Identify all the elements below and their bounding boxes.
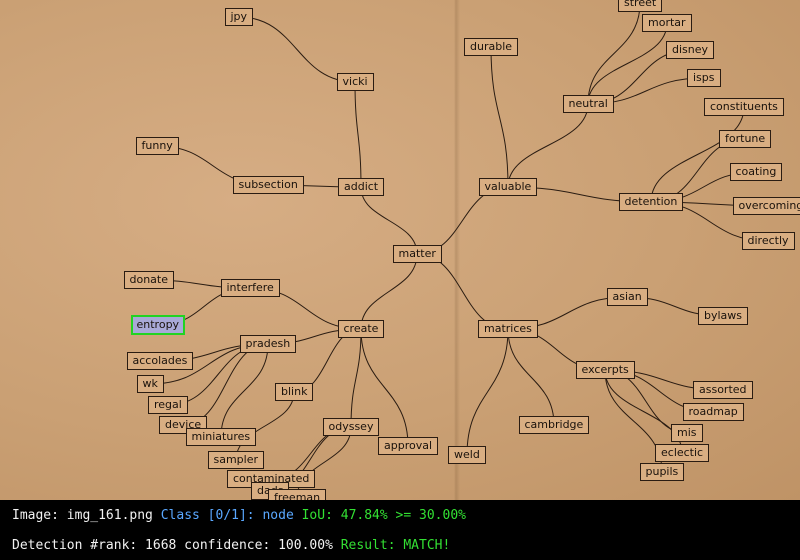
edge-matrices-cambridge (507, 328, 555, 426)
node-sampler[interactable]: sampler (207, 451, 265, 469)
status-line-2: Detection #rank: 1668 confidence: 100.00… (12, 538, 450, 553)
node-street[interactable]: street (618, 0, 663, 12)
graph-canvas: jpy street mortar durable disney vicki isps neu… (0, 0, 800, 500)
edge-matter-create (360, 253, 418, 330)
node-eclectic[interactable]: eclectic (655, 444, 710, 462)
class-text: Class [0/1]: node (160, 508, 294, 523)
edge-vicki-addict (354, 81, 362, 188)
edge-neutral-mortar (587, 22, 668, 105)
node-disney[interactable]: disney (666, 41, 715, 59)
node-directly[interactable]: directly (741, 232, 795, 250)
node-valuable[interactable]: valuable (478, 178, 538, 196)
node-wk[interactable]: wk (136, 375, 164, 393)
edge-pradesh-miniatures (220, 343, 269, 438)
node-approval[interactable]: approval (378, 437, 439, 455)
node-pradesh[interactable]: pradesh (239, 335, 297, 353)
node-subsection[interactable]: subsection (232, 176, 304, 194)
node-entropy[interactable]: entropy (130, 315, 186, 335)
node-regal[interactable]: regal (148, 396, 188, 414)
node-constituents[interactable]: constituents (704, 98, 784, 116)
status-panel: Image: img_161.png Class [0/1]: node IoU… (0, 500, 800, 560)
edge-valuable-neutral (507, 103, 589, 188)
node-addict[interactable]: addict (338, 178, 385, 196)
node-isps[interactable]: isps (687, 69, 721, 87)
edge-matter-matrices (416, 253, 509, 330)
status-line-1: Image: img_161.png Class [0/1]: node IoU… (12, 508, 466, 523)
node-contaminated[interactable]: contaminated (227, 470, 316, 488)
node-jpy[interactable]: jpy (224, 8, 254, 26)
node-freeman[interactable]: freeman (268, 489, 327, 500)
node-funny[interactable]: funny (135, 137, 179, 155)
node-mortar[interactable]: mortar (642, 14, 692, 32)
result-text: Result: MATCH! (340, 538, 451, 553)
edge-blink-sampler (235, 391, 295, 461)
node-fortune[interactable]: fortune (719, 130, 772, 148)
node-overcoming[interactable]: overcoming (732, 197, 800, 215)
node-accolades[interactable]: accolades (126, 352, 194, 370)
node-durable[interactable]: durable (464, 38, 519, 56)
node-matrices[interactable]: matrices (478, 320, 538, 338)
node-excerpts[interactable]: excerpts (575, 361, 635, 379)
detection-text: Detection #rank: 1668 confidence: 100.00… (12, 538, 333, 553)
node-vicki[interactable]: vicki (336, 73, 374, 91)
edge-detention-constituents (650, 106, 745, 203)
node-cambridge[interactable]: cambridge (518, 416, 590, 434)
node-odyssey[interactable]: odyssey (322, 418, 380, 436)
edge-create-odyssey (350, 328, 362, 428)
node-neutral[interactable]: neutral (562, 95, 614, 113)
node-bylaws[interactable]: bylaws (698, 307, 749, 325)
node-create[interactable]: create (337, 320, 385, 338)
edge-neutral-street (587, 2, 641, 105)
edge-create-approval (360, 328, 409, 447)
edge-matrices-weld (466, 328, 509, 456)
node-interfere[interactable]: interfere (220, 279, 280, 297)
node-blink[interactable]: blink (275, 383, 314, 401)
node-assorted[interactable]: assorted (693, 381, 753, 399)
node-pupils[interactable]: pupils (639, 463, 685, 481)
edge-addict-matter (360, 186, 418, 255)
node-mis[interactable]: mis (671, 424, 703, 442)
edge-valuable-durable (490, 46, 509, 188)
node-roadmap[interactable]: roadmap (682, 403, 744, 421)
node-coating[interactable]: coating (729, 163, 783, 181)
node-miniatures[interactable]: miniatures (185, 428, 257, 446)
node-asian[interactable]: asian (606, 288, 648, 306)
edge-excerpts-pupils (604, 369, 663, 473)
iou-text: IoU: 47.84% >= 30.00% (301, 508, 466, 523)
edge-matter-valuable (416, 186, 509, 255)
image-name-text: Image: img_161.png (12, 508, 153, 523)
edge-pradesh-device (182, 343, 269, 426)
node-matter[interactable]: matter (392, 245, 442, 263)
node-donate[interactable]: donate (123, 271, 175, 289)
node-detention[interactable]: detention (618, 193, 684, 211)
node-weld[interactable]: weld (448, 446, 486, 464)
